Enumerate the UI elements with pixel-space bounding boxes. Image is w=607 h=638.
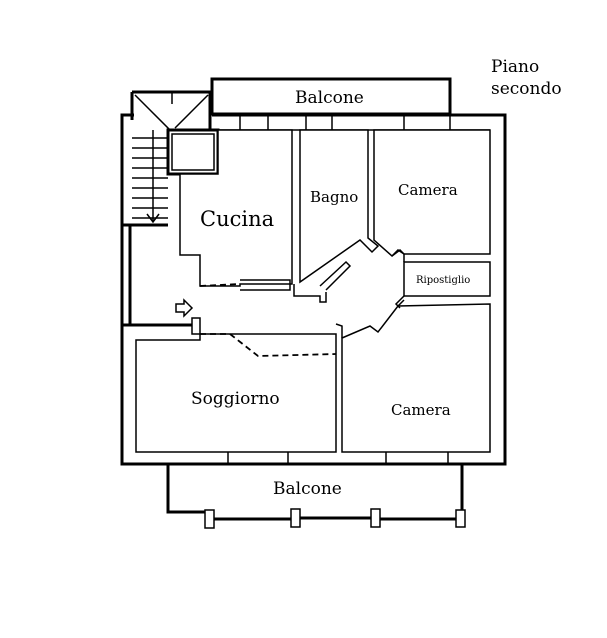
- balcony-bottom: [166, 464, 466, 529]
- room-label-bagno: Bagno: [310, 188, 358, 206]
- room-label-ripostiglio: Ripostiglio: [416, 275, 470, 286]
- room-label-soggiorno: Soggiorno: [191, 389, 280, 409]
- room-ripostiglio: [403, 261, 491, 297]
- room-label-balcone-top: Balcone: [295, 88, 364, 108]
- floor-label-line1: Piano: [491, 57, 539, 77]
- door-arcs: [199, 249, 405, 357]
- entrance-arrow-icon: [175, 298, 194, 318]
- room-bagno: [299, 129, 380, 284]
- room-label-camera-top: Camera: [398, 181, 458, 199]
- room-label-cucina: Cucina: [200, 207, 274, 231]
- staircase: [122, 90, 220, 327]
- room-label-camera-bottom: Camera: [391, 401, 451, 419]
- room-label-balcone-bottom: Balcone: [273, 479, 342, 499]
- room-soggiorno: [135, 317, 337, 453]
- room-camera-bottom: [341, 303, 491, 453]
- floor-label-line2: secondo: [491, 79, 562, 99]
